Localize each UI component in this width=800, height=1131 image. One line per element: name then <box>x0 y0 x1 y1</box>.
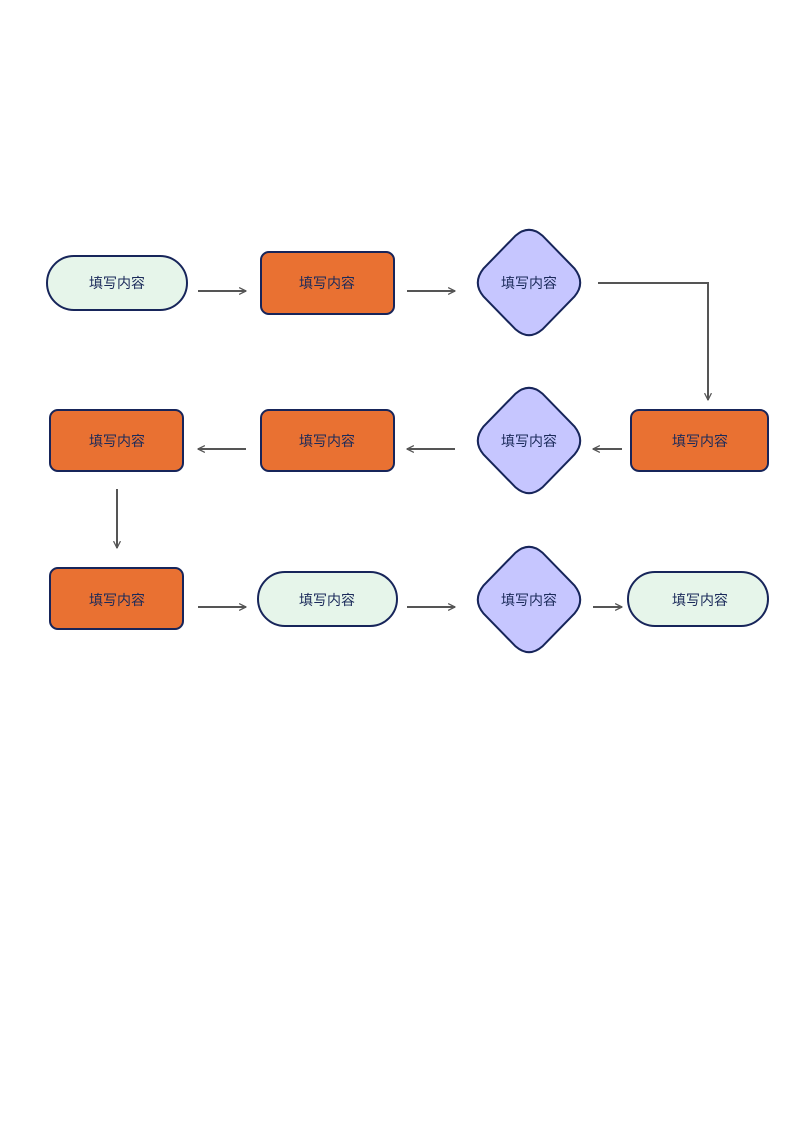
node-label: 填写内容 <box>501 275 557 292</box>
node-decision: 填写内容 <box>476 228 582 337</box>
node-label: 填写内容 <box>501 592 557 609</box>
node-label: 填写内容 <box>672 433 728 450</box>
node-label: 填写内容 <box>89 592 145 609</box>
node-label: 填写内容 <box>299 433 355 450</box>
node-terminal: 填写内容 <box>627 571 769 627</box>
node-label: 填写内容 <box>89 433 145 450</box>
node-process: 填写内容 <box>49 567 184 630</box>
node-terminal: 填写内容 <box>257 571 398 627</box>
node-label: 填写内容 <box>672 592 728 609</box>
node-label: 填写内容 <box>299 592 355 609</box>
node-terminal: 填写内容 <box>46 255 188 311</box>
node-label: 填写内容 <box>89 275 145 292</box>
node-process: 填写内容 <box>260 409 395 472</box>
node-process: 填写内容 <box>260 251 395 315</box>
node-label: 填写内容 <box>501 433 557 450</box>
connector-group <box>113 282 712 611</box>
node-label: 填写内容 <box>299 275 355 292</box>
node-decision: 填写内容 <box>476 545 582 654</box>
node-process: 填写内容 <box>630 409 769 472</box>
node-process: 填写内容 <box>49 409 184 472</box>
arrow-n3-n4 <box>598 282 712 401</box>
node-decision: 填写内容 <box>476 386 582 495</box>
